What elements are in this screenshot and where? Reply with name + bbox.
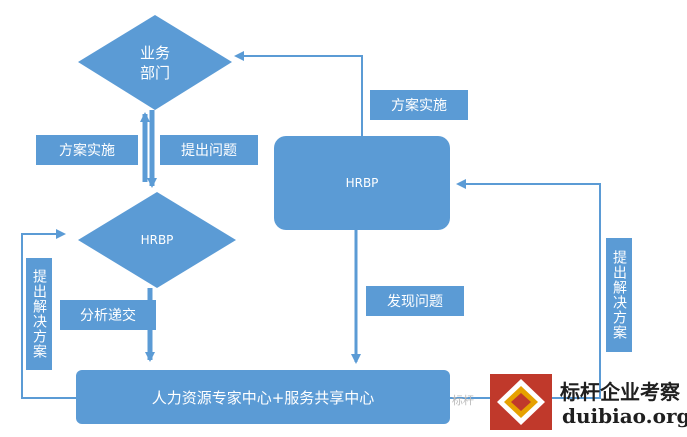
business-dept-label: 业务 部门 [139, 44, 170, 82]
label-plan-impl-top: 方案实施 [370, 90, 468, 120]
arrow-hrbp-to-business [234, 51, 363, 136]
brand-url: duibiao.org [562, 404, 687, 428]
hrbp-diamond-label: HRBP [140, 233, 174, 247]
brand-name: 标杆企业考察 [560, 380, 680, 404]
coe-ssc-bar [76, 370, 450, 424]
hrbp-box-label: HRBP [345, 176, 379, 190]
label-propose-solution-right: 提出解决方案 [606, 238, 632, 352]
label-analyze-submit: 分析递交 [60, 300, 156, 330]
coe-ssc-label: 人力资源专家中心+服务共享中心 [151, 388, 375, 407]
label-plan-impl-left: 方案实施 [36, 135, 138, 165]
arrow-coe-to-hrbp-diamond-loop [21, 229, 76, 399]
brand-logo [490, 374, 552, 430]
watermark-text: 标杆 [452, 394, 474, 407]
label-propose-solution-left: 提出解决方案 [26, 258, 52, 370]
hrbp-box [274, 136, 450, 230]
label-raise-problem: 提出问题 [160, 135, 258, 165]
hrbp-diamond [78, 192, 236, 288]
business-dept-diamond [78, 15, 232, 110]
label-discover-problem: 发现问题 [366, 286, 464, 316]
arrow-coe-to-hrbp-box-loop [450, 179, 601, 399]
